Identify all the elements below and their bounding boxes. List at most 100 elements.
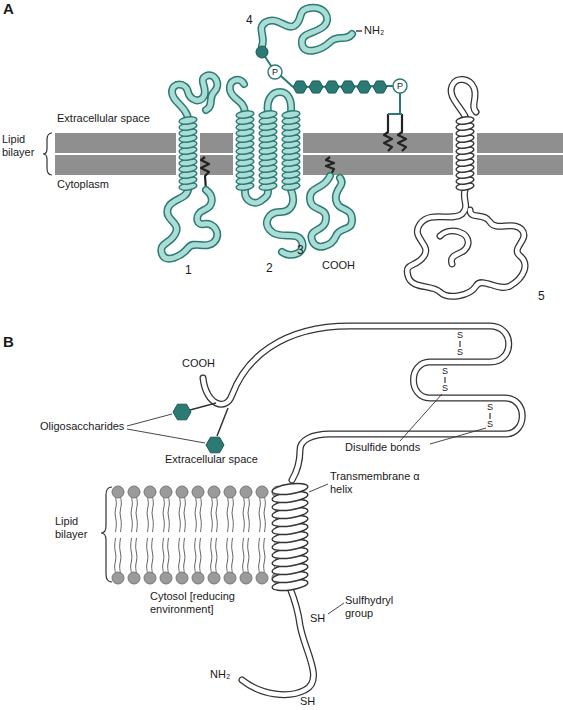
lipid-anchor [388, 93, 402, 114]
protein-chain [203, 326, 522, 695]
lipid-bilayer [55, 133, 563, 175]
gpi-anchor [256, 31, 407, 93]
terminus-label: NH₂ [210, 668, 230, 681]
disulfide-bond [459, 341, 460, 347]
leader-line [400, 394, 442, 441]
lipid-anchor [398, 114, 406, 151]
lipid-head [208, 572, 220, 584]
lipid-bilayer [112, 486, 284, 584]
disulfide-bond [444, 377, 445, 383]
gpi-anchor [281, 76, 293, 87]
lipid-tail [147, 538, 148, 573]
protein-chain [161, 190, 217, 259]
gpi-anchor [393, 79, 407, 93]
phosphate-label: P [268, 66, 282, 78]
protein-chain [268, 92, 292, 112]
lipid-tail [195, 538, 196, 573]
atom-label: S [456, 331, 464, 340]
gpi-anchor [356, 30, 362, 31]
lipid-tail [200, 538, 201, 573]
lipid-head [160, 486, 172, 498]
callout-number: 4 [246, 14, 253, 28]
protein-chain [440, 231, 468, 264]
lipid-tail [227, 538, 228, 573]
gpi-anchor [325, 81, 339, 93]
lipid-head [144, 486, 156, 498]
lipid-tail [115, 538, 116, 573]
lipid-anchor [201, 93, 406, 190]
callout-number: 2 [266, 262, 273, 276]
structure-label: Transmembrane α helix [330, 470, 422, 495]
lipid-tail [248, 497, 249, 532]
atom-label: S [441, 367, 449, 376]
lipid-tail [179, 497, 180, 532]
protein-chain [440, 231, 468, 264]
lipid-tail [168, 497, 169, 532]
lipid-anchor [201, 157, 209, 190]
leader-line [127, 414, 172, 426]
alpha-helix [179, 110, 475, 593]
leader-line [127, 394, 486, 614]
oligosaccharide [173, 403, 228, 453]
lipid-tail [184, 497, 185, 532]
panel-letter: A [3, 0, 14, 17]
lipid-tail [120, 538, 121, 573]
lipid-head [144, 572, 156, 584]
protein-chain [261, 8, 352, 51]
leader-line [309, 484, 328, 492]
region-label: Lipid bilayer [55, 515, 100, 540]
lipid-head [224, 486, 236, 498]
protein-chain [161, 8, 352, 259]
atom-label: S [486, 420, 494, 429]
terminus-label: COOH [182, 357, 215, 370]
lipid-anchor [384, 114, 392, 151]
oligosaccharide [206, 437, 224, 453]
lipid-tail [248, 538, 249, 573]
lipid-head [128, 486, 140, 498]
lipid-head [256, 486, 268, 498]
protein-chain [310, 176, 352, 247]
group-label: SH [300, 695, 315, 708]
lipid-tail [232, 497, 233, 532]
lipid-head [160, 572, 172, 584]
protein-chain [242, 588, 314, 695]
gpi-anchor [341, 81, 355, 93]
lipid-bilayer [55, 153, 563, 155]
lipid-tail [115, 497, 116, 532]
lipid-tail [259, 538, 260, 573]
protein-chain [172, 75, 217, 118]
protein-chain [203, 326, 522, 695]
lipid-tail [152, 497, 153, 532]
lipid-tail [184, 538, 185, 573]
atom-label: S [456, 348, 464, 357]
lipid-tail [168, 538, 169, 573]
lipid-head [192, 572, 204, 584]
lipid-tail [216, 497, 217, 532]
terminus-label: NH₂ [364, 24, 384, 37]
protein-chain [230, 80, 245, 112]
region-label: Extracellular space [57, 112, 150, 125]
protein-chain [161, 8, 352, 259]
protein-chain [203, 326, 522, 695]
disulfide-bond [489, 413, 490, 419]
atom-label: S [441, 384, 449, 393]
region-label: Cytoplasm [57, 178, 109, 191]
helix-turn [259, 110, 278, 119]
lipid-tail [264, 538, 265, 573]
bracket [43, 133, 52, 175]
lipid-head [240, 486, 252, 498]
lipid-head [208, 486, 220, 498]
protein-chain [407, 190, 525, 296]
phosphate-label: P [393, 80, 407, 92]
lipid-tail [136, 497, 137, 532]
callout-number: 5 [538, 290, 545, 304]
helix-turn [179, 116, 198, 125]
callout-number: 1 [185, 264, 192, 278]
region-label: Cytosol [reducing environment] [150, 590, 280, 615]
protein-chain [261, 8, 352, 51]
lipid-head [256, 572, 268, 584]
protein-chain [451, 79, 476, 116]
